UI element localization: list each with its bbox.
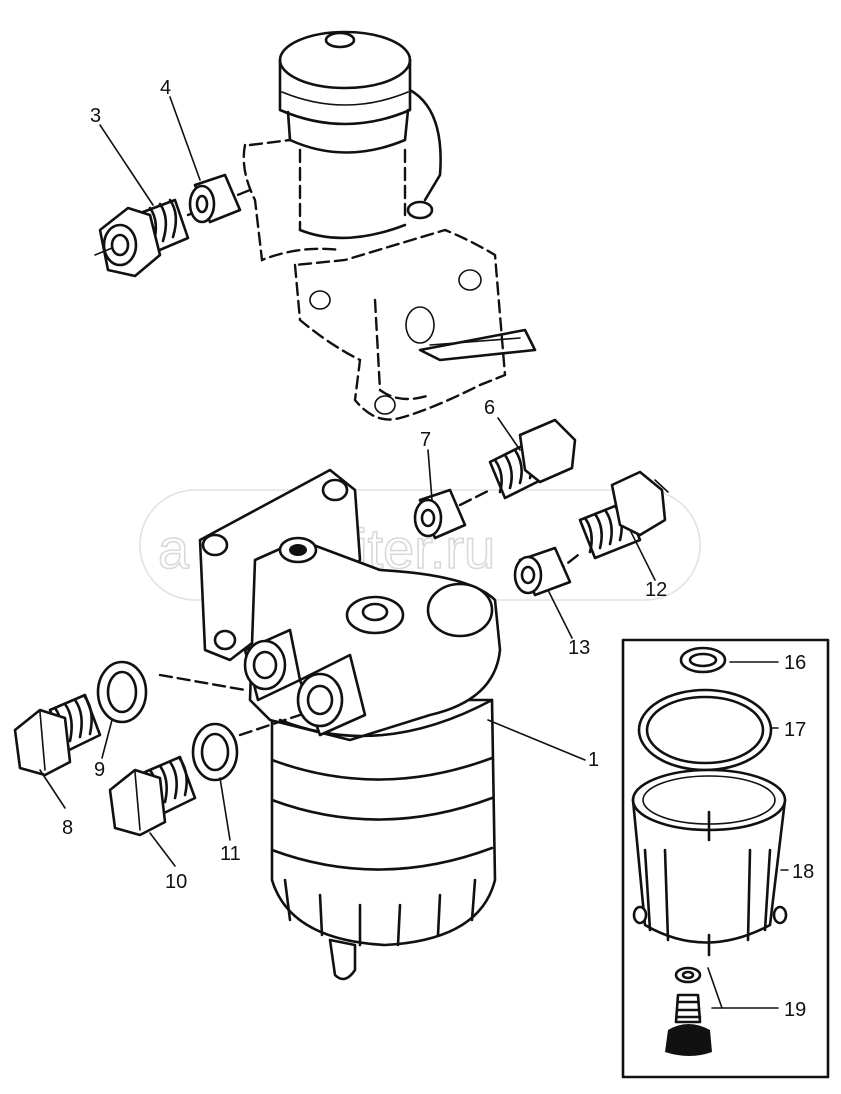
callout-10: 10 bbox=[165, 871, 187, 893]
callout-6: 6 bbox=[484, 397, 495, 419]
part-19-drain-plug bbox=[665, 966, 712, 1056]
callout-8: 8 bbox=[62, 817, 73, 839]
fuel-pump-outline bbox=[242, 30, 537, 421]
leader-lines bbox=[39, 96, 789, 1009]
part-12-bolt bbox=[538, 470, 669, 587]
part-1-filter-housing bbox=[158, 468, 502, 981]
part-7-washer bbox=[413, 488, 467, 540]
callout-1: 1 bbox=[588, 749, 599, 771]
filter-element-kit-inset bbox=[621, 638, 830, 1079]
callout-labels: 3 4 6 7 1 8 9 10 11 12 13 16 17 18 19 bbox=[62, 77, 814, 1021]
callout-18: 18 bbox=[792, 861, 814, 883]
callout-4: 4 bbox=[160, 77, 171, 99]
callout-12: 12 bbox=[645, 579, 667, 601]
part-4-washer bbox=[188, 173, 242, 224]
part-10-plug bbox=[108, 755, 197, 837]
part-6-bolt bbox=[458, 418, 577, 507]
callout-16: 16 bbox=[784, 652, 806, 674]
callout-7: 7 bbox=[420, 429, 431, 451]
callout-3: 3 bbox=[90, 105, 101, 127]
part-11-washer bbox=[191, 722, 239, 782]
callout-17: 17 bbox=[784, 719, 806, 741]
part-13-washer bbox=[513, 546, 572, 597]
watermark-logo: a bbox=[158, 517, 190, 580]
part-18-filter-element bbox=[631, 768, 788, 957]
callout-19: 19 bbox=[784, 999, 806, 1021]
callout-13: 13 bbox=[568, 637, 590, 659]
callout-9: 9 bbox=[94, 759, 105, 781]
callout-11: 11 bbox=[220, 843, 241, 865]
part-8-plug bbox=[13, 693, 102, 777]
part-3-union-bolt bbox=[94, 188, 252, 278]
part-9-washer bbox=[96, 660, 148, 724]
